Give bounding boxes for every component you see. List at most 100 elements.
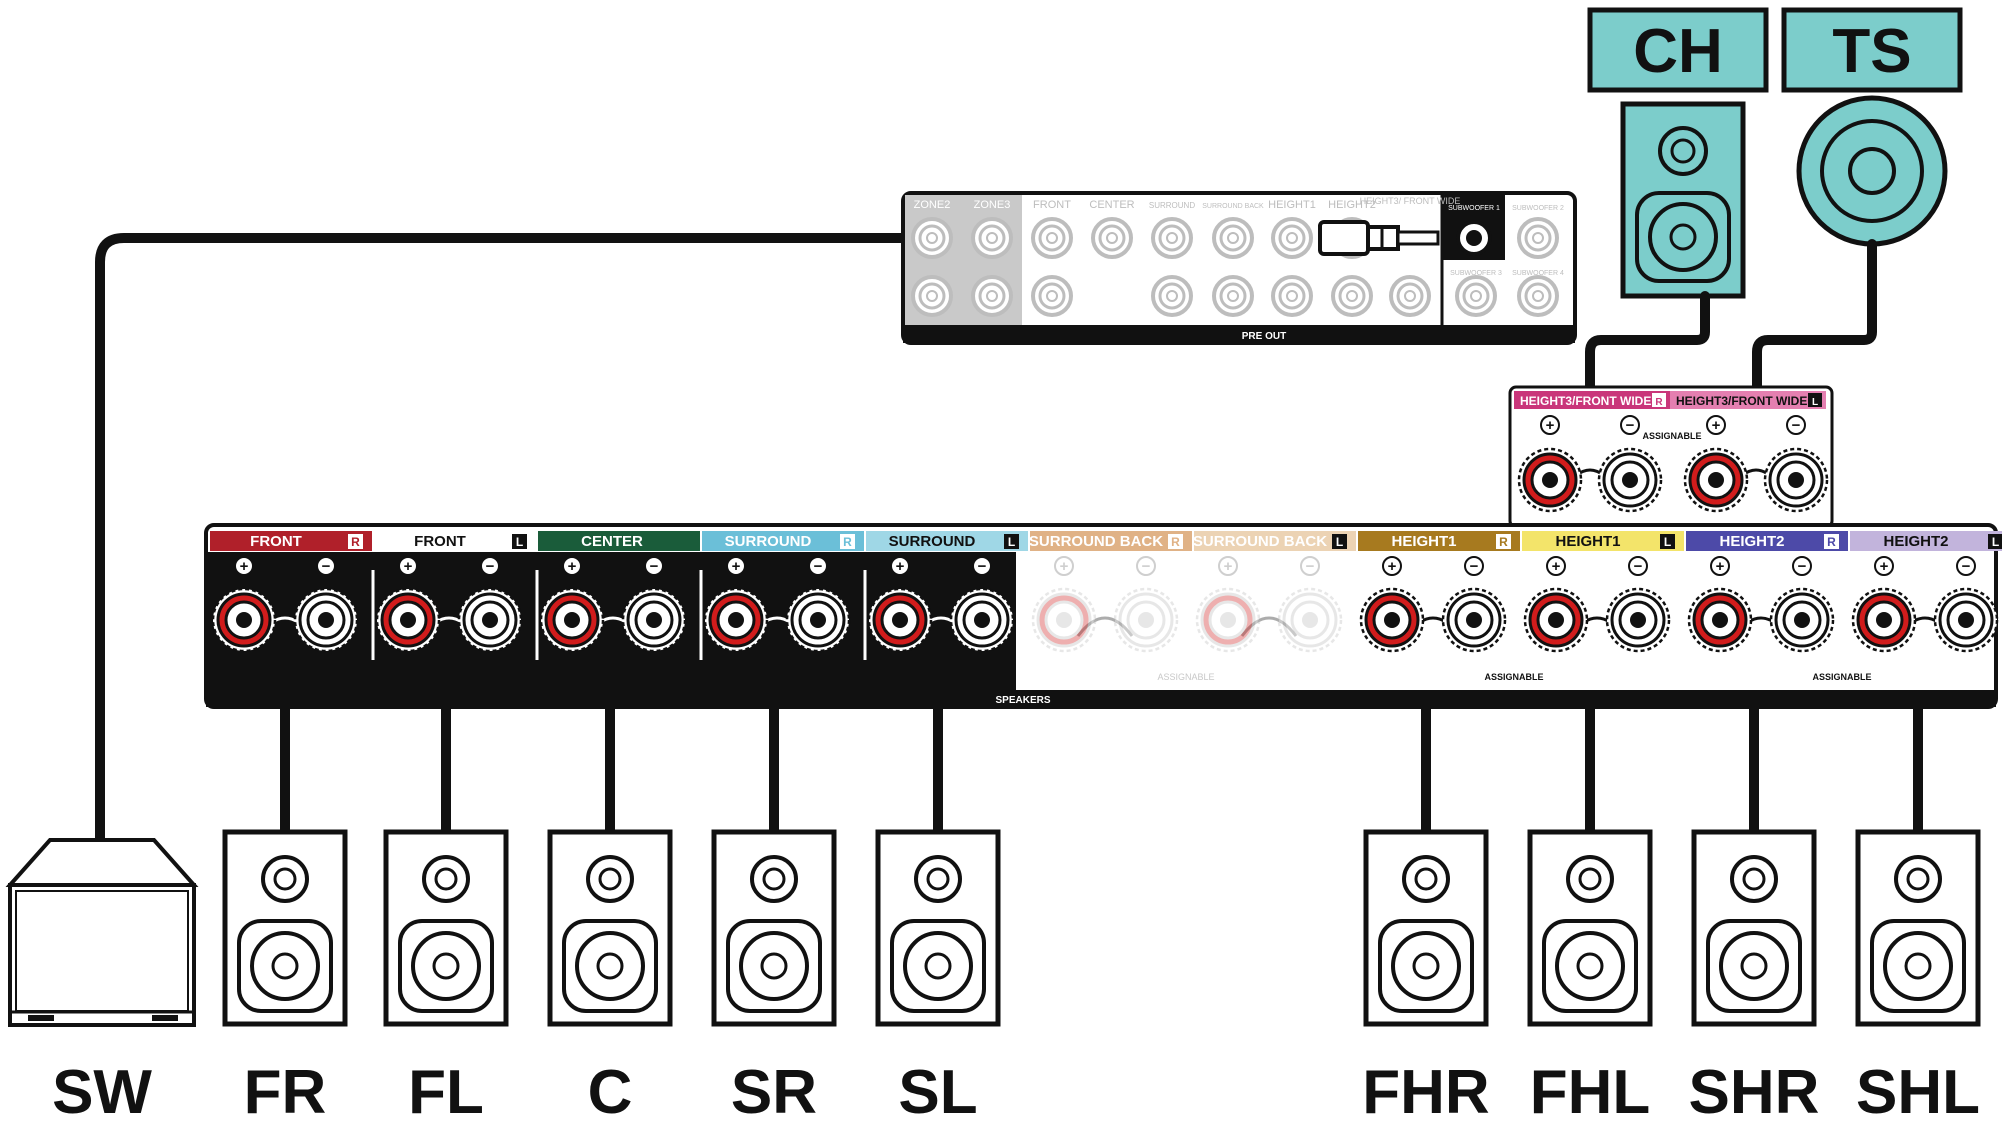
channel-plus-terminal-5-teeth [1031, 587, 1097, 653]
channel-minus-terminal-6-hole [1302, 612, 1318, 628]
channel-minus-terminal-1 [457, 587, 523, 653]
speaker-label-c: C [588, 1058, 633, 1123]
preout-top-jack-0-ring [918, 224, 946, 252]
preout-jacks [911, 217, 1559, 317]
channel-minus-circle-0 [316, 556, 336, 576]
preout-top-jack-3-pin [1106, 232, 1118, 244]
height3-l-minus-terminal [1763, 447, 1829, 513]
speaker-woofer-icon-5 [903, 931, 973, 1001]
preout-subwoofer2-jack-ring [1524, 224, 1552, 252]
channel-plus-sign-5: + [1060, 558, 1069, 575]
channel-plus-terminal-2 [539, 587, 605, 653]
channel-plus-terminal-1 [375, 587, 441, 653]
channel-plus-circle-10 [1874, 556, 1894, 576]
preout-bottom-jack-1-pin [986, 290, 998, 302]
channel-signs-1: +− [398, 556, 500, 576]
speaker-woofer-icon-2 [411, 931, 481, 1001]
speaker-woofer-cap-8 [1740, 952, 1768, 980]
preout-top-jack-2 [1031, 217, 1073, 259]
channel-plus-terminal-9 [1687, 587, 1753, 653]
height3-r-minus-terminal-hole [1622, 472, 1638, 488]
preout-top-jack-4-ring [1158, 224, 1186, 252]
preout-top-jack-3 [1091, 217, 1133, 259]
channel-minus-terminal-2-hole [646, 612, 662, 628]
speaker-label-sr: SR [731, 1058, 817, 1123]
channel-minus-terminal-8 [1605, 587, 1671, 653]
ch-cable [1585, 291, 1710, 485]
channel-minus-terminal-3-hole [810, 612, 826, 628]
channel-minus-terminal-10-hole [1958, 612, 1974, 628]
ts-speaker-cone [1820, 119, 1924, 223]
channel-plus-sign-3: + [732, 558, 741, 575]
speaker-tweeter-inner-5 [926, 867, 950, 891]
channel-plus-sign-10: + [1880, 558, 1889, 575]
ts-cable [1752, 239, 1877, 485]
preout-bottom-jack-8 [1455, 275, 1497, 317]
speaker-woofer-cap-5 [924, 952, 952, 980]
preout-top-jack-5-pin [1227, 232, 1239, 244]
channel-minus-circle-2 [644, 556, 664, 576]
channel-minus-sign-5: − [1142, 558, 1151, 575]
channel-plus-terminal-0-hole [236, 612, 252, 628]
channel-minus-circle-3 [808, 556, 828, 576]
assignable-label-height2: ASSIGNABLE [1812, 672, 1871, 682]
preout-subwoofer2-jack [1517, 217, 1559, 259]
ts-speaker-cap [1848, 147, 1896, 195]
height3-l-badge [1808, 393, 1822, 407]
channel-label-bg-10 [1850, 531, 2002, 551]
preout-bottom-jack-6-pin [1346, 290, 1358, 302]
channel-side-badge-10 [1988, 534, 2002, 549]
channel-plus-terminal-8 [1523, 587, 1589, 653]
preout-bottom-jack-4-pin [1227, 290, 1239, 302]
channel-label-bg-6 [1194, 531, 1356, 551]
assignable-label-sb: ASSIGNABLE [1157, 672, 1214, 682]
channel-signs-8: +− [1546, 556, 1648, 576]
speaker-tweeter-icon-2 [422, 855, 470, 903]
preout-bottom-jack-7-ring [1396, 282, 1424, 310]
height3-r-label: HEIGHT3/FRONT WIDE [1520, 394, 1651, 408]
height3-l-label-bg [1670, 391, 1826, 409]
ch-label: CH [1633, 17, 1723, 86]
channel-side-badge-8 [1660, 534, 1675, 549]
channel-plus-terminal-5-hole [1056, 612, 1072, 628]
speaker-woofer-icon-4 [739, 931, 809, 1001]
channel-minus-circle-8 [1628, 556, 1648, 576]
preout-top-jack-6-ring [1278, 224, 1306, 252]
channel-label-8: HEIGHT1 [1555, 533, 1620, 550]
speaker-woofer-cap-1 [271, 952, 299, 980]
preout-bottom-jack-4 [1212, 275, 1254, 317]
channel-plus-terminal-9-hole [1712, 612, 1728, 628]
preout-bottom-jack-6 [1331, 275, 1373, 317]
channel-label-bg-5 [1030, 531, 1192, 551]
channel-plus-circle-0 [234, 556, 254, 576]
channel-bridge-5 [1076, 616, 1134, 637]
channel-label-10: HEIGHT2 [1883, 533, 1948, 550]
speaker-tweeter-icon-5 [914, 855, 962, 903]
speaker-woofer-cap-6 [1412, 952, 1440, 980]
channel-label-bg-1 [374, 531, 536, 551]
channel-side-letter-8: L [1664, 535, 1671, 549]
channel-minus-sign-7: − [1470, 558, 1479, 575]
speaker-cabinet-6 [1363, 829, 1489, 1027]
speaker-woofer-cap-4 [760, 952, 788, 980]
channel-side-letter-1: L [516, 535, 523, 549]
channel-plus-terminal-4 [867, 587, 933, 653]
speaker-tweeter-inner-9 [1906, 867, 1930, 891]
channel-minus-sign-0: − [322, 558, 331, 575]
height3-l-plus-circle [1706, 415, 1726, 435]
preout-bottom-jack-7-pin [1404, 290, 1416, 302]
channel-plus-terminal-2-hole [564, 612, 580, 628]
preout-top-jack-6-pin [1286, 232, 1298, 244]
speaker-cabinet-7 [1527, 829, 1653, 1027]
channel-minus-terminal-0-hole [318, 612, 334, 628]
preout-subwoofer1-label: SUBWOOFER 1 [1448, 205, 1500, 212]
channel-side-letter-6: L [1336, 535, 1343, 549]
channel-side-badge-7 [1496, 534, 1511, 549]
ch-woofer-cap [1669, 223, 1697, 251]
preout-height3-label: HEIGHT3/ FRONT WIDE [1360, 196, 1461, 206]
speaker-woofer-cap-2 [432, 952, 460, 980]
channel-plus-sign-7: + [1388, 558, 1397, 575]
channel-signs-2: +− [562, 556, 664, 576]
